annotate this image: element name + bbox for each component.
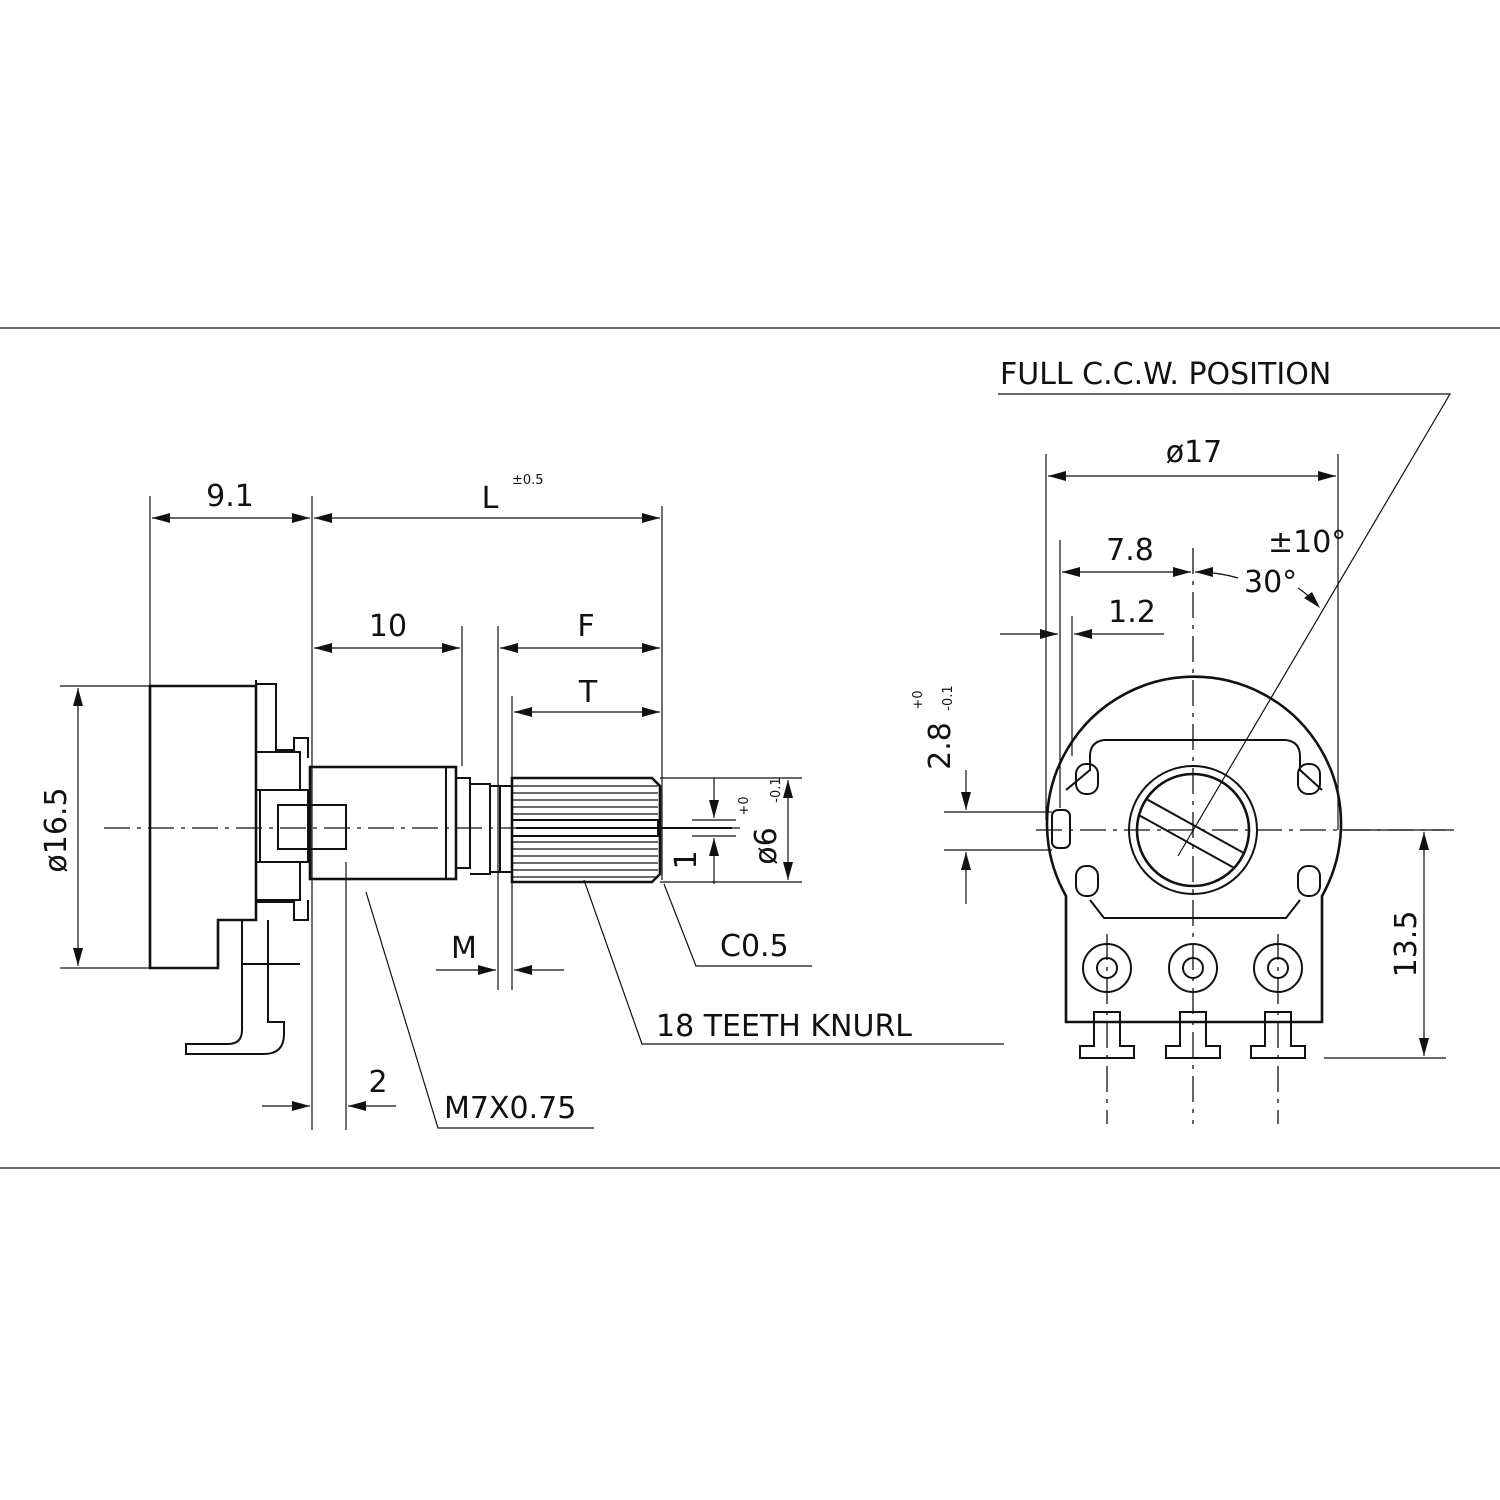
thread-label: M7X0.75: [444, 1091, 576, 1126]
front-centerlines: [1036, 548, 1454, 1124]
dim-2-8-tol-upper: +0: [911, 690, 926, 709]
knurl-label: 18 TEETH KNURL: [656, 1009, 912, 1044]
chamfer-label: C0.5: [720, 929, 789, 964]
drawing-frame: [0, 327, 1500, 1169]
dim-2-8-label: 2.8: [923, 722, 958, 770]
dim-13-5-label: 13.5: [1389, 911, 1424, 978]
front-rotor-plate: [1065, 739, 1323, 919]
dim-7-8-label: 7.8: [1106, 533, 1154, 568]
housing-body: [148, 680, 258, 970]
dim-9-1-label: 9.1: [206, 479, 254, 514]
side-view: 9.1 L ±0.5 10 F T ø16.5 ø6 +0 -0.1 1 M 2…: [39, 473, 1004, 1130]
front-view: FULL C.C.W. POSITION ø17 7.8 1.2 ±10° 30…: [911, 357, 1454, 1124]
solder-terminal: [185, 920, 300, 1055]
dia-6-tol-upper: +0: [737, 796, 752, 815]
ccw-leader: [998, 393, 1452, 857]
dim-M-label: M: [451, 931, 477, 966]
dim-T-label: T: [578, 675, 598, 710]
dia-6-label: ø6: [749, 827, 784, 864]
dim-10-label: 10: [369, 609, 407, 644]
side-leaders: [365, 879, 1004, 1129]
dim-2-label: 2: [368, 1065, 387, 1100]
dim-2-8-tol-lower: -0.1: [941, 685, 956, 710]
mounting-bracket: [256, 683, 347, 921]
dim-1-label: 1: [669, 850, 704, 869]
threaded-bushing: [308, 765, 471, 881]
dim-L-label: L: [482, 481, 499, 516]
front-ear-slots: [1051, 763, 1321, 897]
dia-17-label: ø17: [1166, 435, 1223, 470]
angle-tolerance-label: ±10°: [1268, 525, 1346, 560]
front-body: [1045, 675, 1343, 1024]
front-extension-lines: [944, 454, 1446, 1059]
dia-6-tol-lower: -0.1: [769, 777, 784, 802]
shaft: [470, 783, 512, 875]
side-extension-lines: [60, 496, 802, 1130]
ccw-label: FULL C.C.W. POSITION: [1000, 357, 1331, 392]
front-dimension-lines: [961, 471, 1429, 1056]
dim-1-2-label: 1.2: [1108, 595, 1156, 630]
dia-16-5-label: ø16.5: [39, 787, 74, 872]
dim-L-tolerance: ±0.5: [512, 473, 544, 488]
angle-30-label: 30°: [1244, 565, 1297, 600]
dim-F-label: F: [577, 609, 594, 644]
side-dimension-lines: [73, 513, 793, 1111]
